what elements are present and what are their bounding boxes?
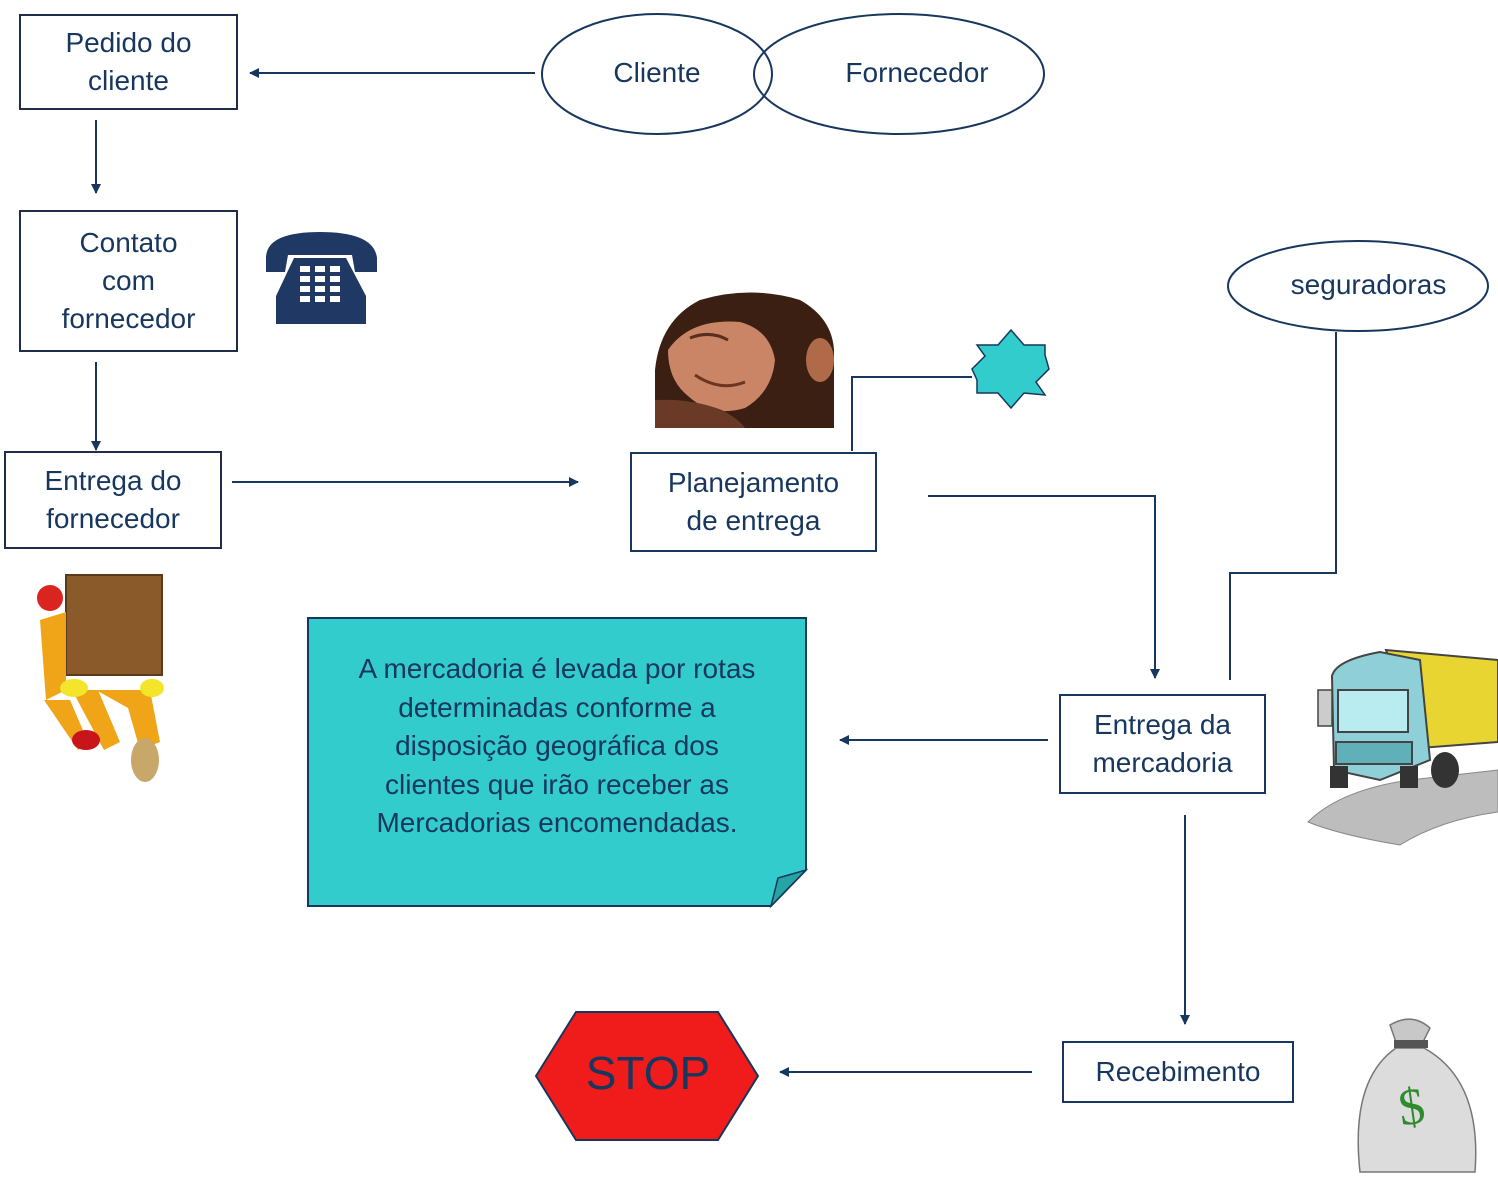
note-text: A mercadoria é levada por rotas determin… xyxy=(358,653,756,838)
connector-seguradoras xyxy=(1229,332,1337,680)
fornecedor-label: Fornecedor xyxy=(845,57,989,88)
seguradoras-ellipse xyxy=(1227,240,1489,332)
thinking-chimp-icon xyxy=(655,292,834,428)
planejamento-de-entrega-box: Planejamento de entrega xyxy=(630,452,877,552)
cliente-label: Cliente xyxy=(613,57,701,88)
recebimento-box: Recebimento xyxy=(1062,1041,1294,1103)
pedido-do-cliente-box: Pedido do cliente xyxy=(19,14,238,110)
arrow-planejamento-to-mercadoria xyxy=(928,495,1160,679)
star-burst-icon xyxy=(971,328,1050,410)
seguradoras-label: seguradoras xyxy=(1290,269,1447,300)
telephone-icon xyxy=(266,232,377,324)
entrega-do-fornecedor-box: Entrega do fornecedor xyxy=(4,451,222,549)
note-shape xyxy=(307,617,809,909)
connector-star xyxy=(851,376,972,451)
stop-sign xyxy=(534,1011,760,1141)
truck-icon xyxy=(1307,648,1498,846)
money-bag-icon: $ xyxy=(1357,1018,1477,1173)
delivery-man-icon xyxy=(37,574,164,782)
stop-label: STOP xyxy=(585,1047,711,1099)
entrega-da-mercadoria-box: Entrega da mercadoria xyxy=(1059,694,1266,794)
cliente-ellipse xyxy=(541,13,773,135)
contato-com-fornecedor-box: Contato com fornecedor xyxy=(19,210,238,352)
fornecedor-ellipse xyxy=(753,13,1045,135)
